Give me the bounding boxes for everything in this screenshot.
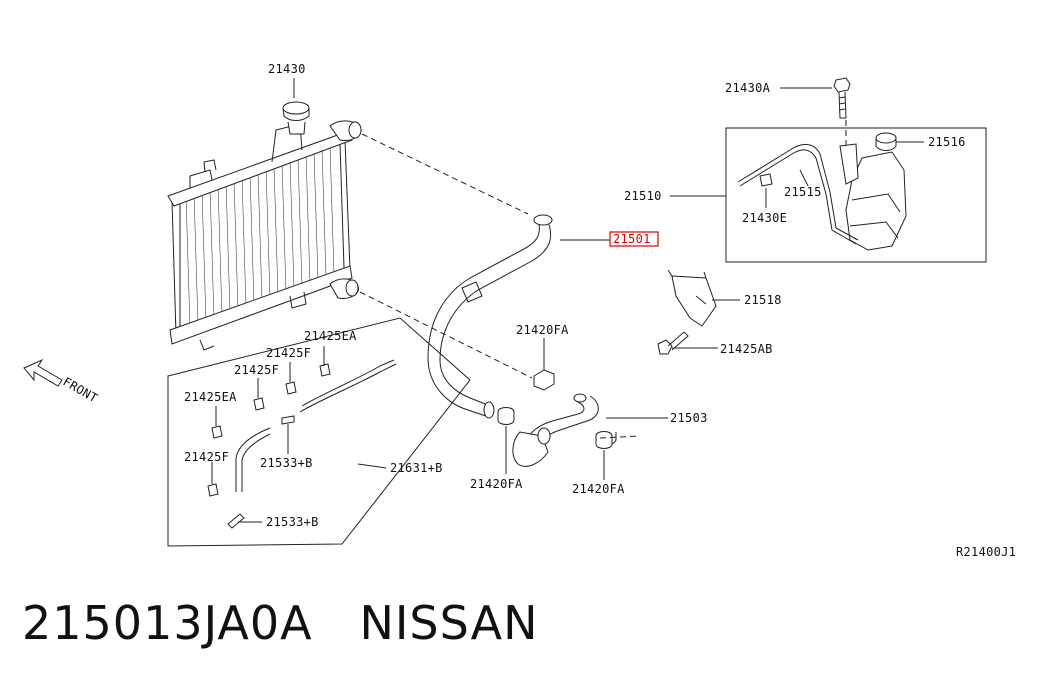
- overflow-hose-21515: [737, 144, 859, 245]
- label-21518: 21518: [744, 293, 782, 307]
- bracket-21518: [667, 269, 717, 327]
- reservoir-kit-box: [725, 127, 987, 263]
- label-diagram-ref: R21400J1: [956, 545, 1016, 559]
- part-number-footer: 215013JA0A NISSAN: [22, 596, 539, 650]
- label-21501-highlight-box: [609, 231, 659, 247]
- label-21501: 21501: [613, 232, 651, 246]
- drain-kit-box: [167, 317, 471, 547]
- label-21425EA-b: 21425EA: [184, 390, 237, 404]
- radiator: [167, 120, 362, 351]
- label-21420FA-mid: 21420FA: [470, 477, 523, 491]
- lower-hose-21503: [512, 393, 617, 467]
- label-21515: 21515: [784, 185, 822, 199]
- label-21533B-a: 21533+B: [260, 456, 313, 470]
- label-21503: 21503: [670, 411, 708, 425]
- upper-hose-21501: [427, 214, 553, 419]
- clip-21430E: [759, 173, 773, 187]
- label-21425F-b: 21425F: [234, 363, 279, 377]
- label-21425EA-a: 21425EA: [304, 329, 357, 343]
- reservoir-tank: [839, 132, 907, 251]
- radiator-cap: [282, 101, 310, 135]
- label-21533B-b: 21533+B: [266, 515, 319, 529]
- front-arrow-icon: [23, 358, 63, 387]
- label-21420FA-top: 21420FA: [516, 323, 569, 337]
- part-labels: 21430 21430A 21516 21510 21515 21430E 21…: [61, 62, 1016, 559]
- label-21430E: 21430E: [742, 211, 787, 225]
- label-21425F-c: 21425F: [184, 450, 229, 464]
- brand-name: NISSAN: [359, 596, 539, 650]
- part-number: 215013JA0A: [22, 596, 313, 650]
- label-21516: 21516: [928, 135, 966, 149]
- bolt-21430A: [833, 77, 851, 119]
- leader-lines: [211, 78, 924, 523]
- bolt-21425AB: [657, 331, 689, 355]
- dashed-reference-lines: [359, 120, 847, 439]
- label-21420FA-right: 21420FA: [572, 482, 625, 496]
- drain-kit-parts: [207, 359, 397, 529]
- label-21425AB: 21425AB: [720, 342, 773, 356]
- label-21430: 21430: [268, 62, 306, 76]
- label-21430A: 21430A: [725, 81, 771, 95]
- label-21425F-a: 21425F: [266, 346, 311, 360]
- label-front: FRONT: [61, 374, 101, 405]
- hose-clamps: [497, 369, 613, 449]
- label-21510: 21510: [624, 189, 662, 203]
- label-21631B: 21631+B: [390, 461, 443, 475]
